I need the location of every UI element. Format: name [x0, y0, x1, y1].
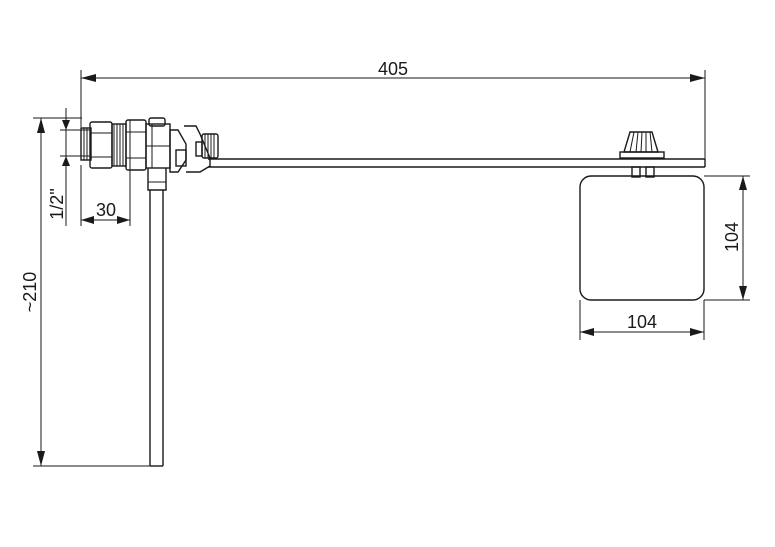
float-arm [208, 158, 706, 168]
float-knob [619, 131, 665, 178]
dim-float-width: 104 [579, 300, 705, 340]
dim-height: ~210 [20, 117, 150, 467]
dim-overall-length: 405 [80, 59, 706, 165]
label-210: ~210 [20, 272, 40, 313]
outlet-tube [149, 190, 164, 467]
dim-thread: 1/2" [47, 108, 90, 226]
label-104-horizontal: 104 [627, 312, 657, 332]
dim-nut-width: 30 [80, 165, 131, 226]
label-104-vertical: 104 [722, 222, 742, 252]
dim-float-height: 104 [704, 175, 750, 301]
valve-body [80, 117, 219, 191]
label-30: 30 [96, 200, 116, 220]
float-body [579, 175, 705, 301]
label-405: 405 [378, 59, 408, 79]
label-thread: 1/2" [47, 188, 67, 219]
